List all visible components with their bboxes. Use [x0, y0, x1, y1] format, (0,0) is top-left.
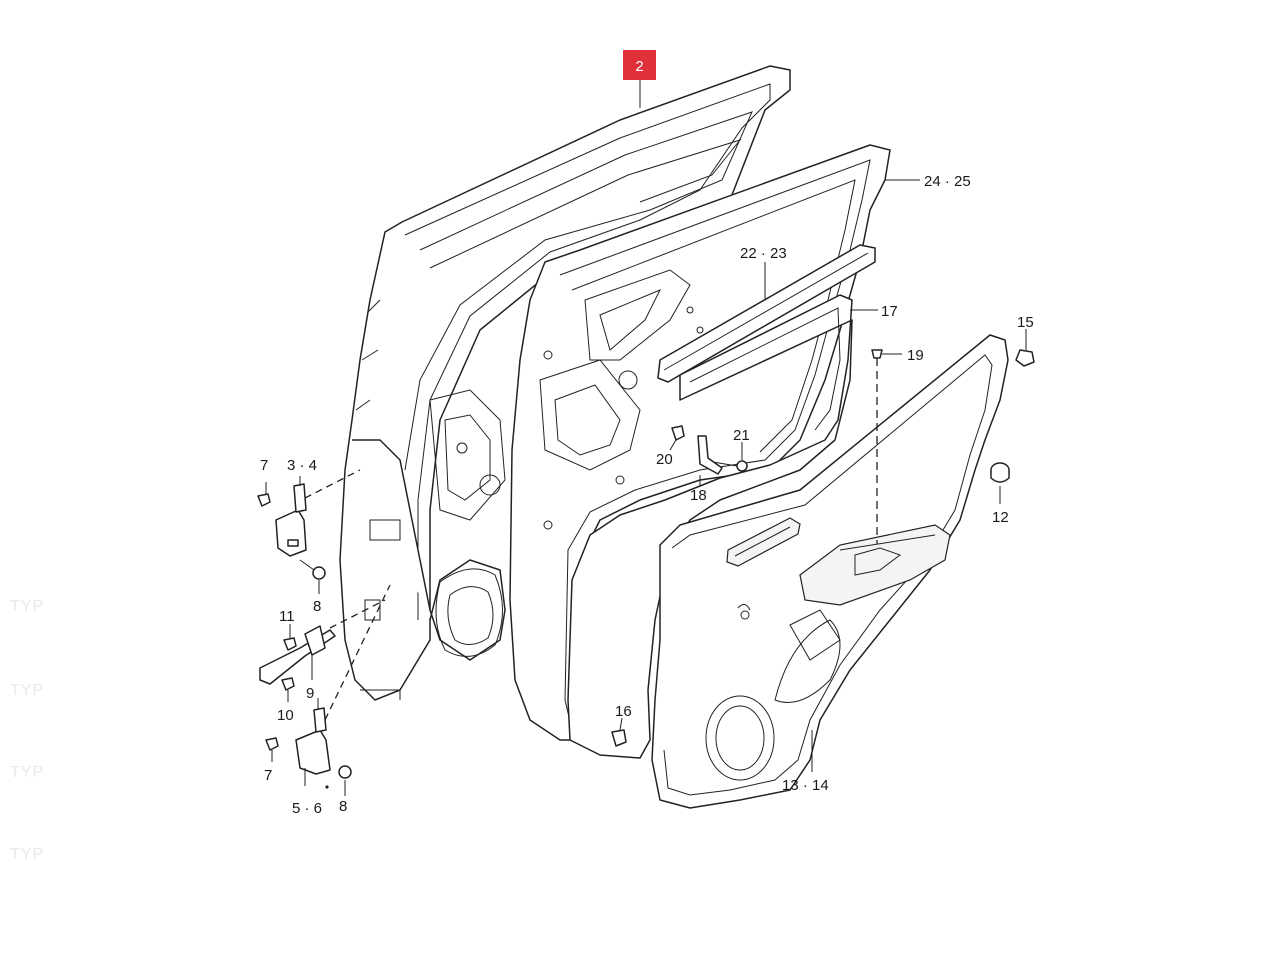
callout-21: 21	[733, 427, 750, 444]
callout-5-6: 5 · 6	[292, 800, 322, 817]
clip-part-15[interactable]	[1015, 336, 1035, 367]
callout-8-lower: 8	[339, 798, 347, 815]
trim-panel-part-13-14[interactable]	[651, 334, 1009, 809]
faded-side-label: TYP	[10, 682, 45, 699]
sealing-cover-part-17[interactable]	[567, 294, 853, 759]
callout-15: 15	[1017, 314, 1034, 331]
door-check-part-9[interactable]	[259, 599, 386, 685]
callout-12: 12	[992, 509, 1009, 526]
faded-side-label: TYP	[10, 764, 45, 781]
screw-part-21[interactable]	[712, 442, 748, 472]
callout-7-lower: 7	[264, 767, 272, 784]
bolt-part-10[interactable]	[281, 677, 295, 702]
callout-7: 7	[260, 457, 268, 474]
leader-lines	[639, 80, 1027, 772]
bracket-part-18[interactable]	[697, 435, 723, 486]
callout-16: 16	[615, 703, 632, 720]
callout-2: 2	[635, 58, 643, 75]
callout-20: 20	[656, 451, 673, 468]
clip-part-16[interactable]	[611, 717, 627, 747]
callout-22-23: 22 · 23	[740, 245, 787, 262]
upper-hinge-part-3-4[interactable]	[275, 469, 361, 557]
window-strip-part-22-23[interactable]	[657, 244, 876, 383]
callout-17: 17	[881, 303, 898, 320]
clip-part-20[interactable]	[669, 425, 685, 451]
callout-24-25: 24 · 25	[924, 173, 971, 190]
callout-9: 9	[306, 685, 314, 702]
screw-part-19[interactable]	[871, 349, 902, 544]
bolt-part-7-upper[interactable]	[257, 482, 271, 507]
callout-8: 8	[313, 598, 321, 615]
faded-side-label: TYP	[10, 598, 45, 615]
nut-part-8-upper[interactable]	[299, 559, 326, 594]
faded-side-label: TYP	[10, 846, 45, 863]
callout-11: 11	[279, 608, 295, 625]
nut-part-8-lower[interactable]	[338, 765, 352, 796]
callout-18: 18	[690, 487, 707, 504]
bolt-part-7-lower[interactable]	[265, 737, 279, 762]
bolt-part-11[interactable]	[283, 624, 297, 651]
highlighted-part-2-badge[interactable]: 2	[623, 50, 656, 80]
callout-13-14: 13 · 14	[782, 777, 829, 794]
callout-19: 19	[907, 347, 924, 364]
callout-3-4: 3 · 4	[287, 457, 317, 474]
cap-part-12[interactable]	[990, 462, 1010, 504]
callout-10: 10	[277, 707, 294, 724]
lower-hinge-part-5-6[interactable]	[295, 584, 391, 789]
